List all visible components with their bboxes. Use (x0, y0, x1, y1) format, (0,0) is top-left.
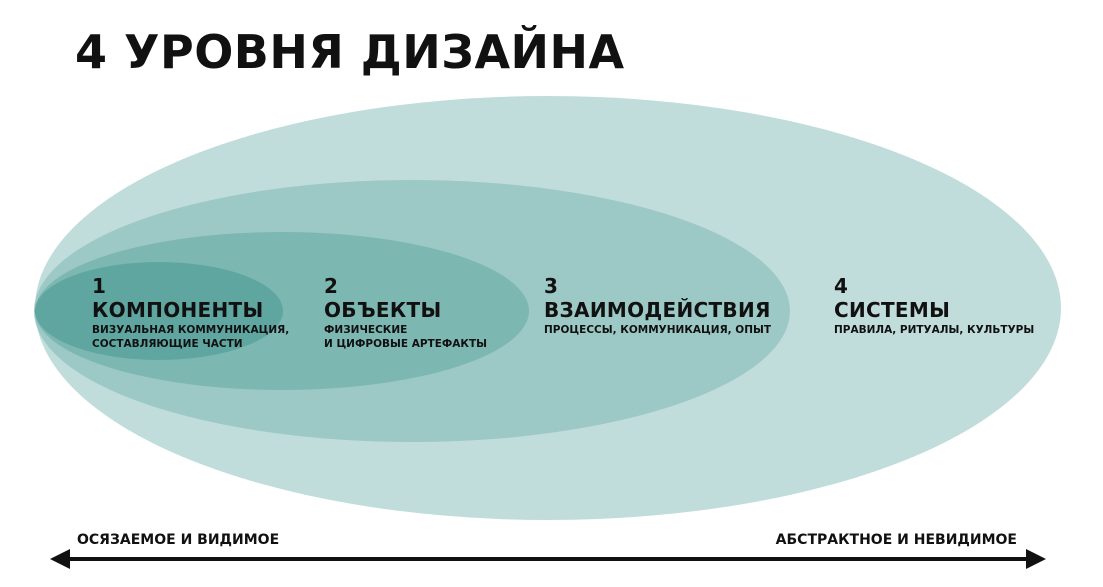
level-name: СИСТЕМЫ (834, 298, 951, 322)
level-1-label: 1 КОМПОНЕНТЫ ВИЗУАЛЬНАЯ КОММУНИКАЦИЯ, СО… (92, 275, 289, 351)
level-number: 4 (834, 274, 848, 298)
level-number: 2 (324, 274, 338, 298)
axis-left-label: ОСЯЗАЕМОЕ И ВИДИМОЕ (77, 532, 280, 548)
level-name: КОМПОНЕНТЫ (92, 298, 264, 322)
level-number: 1 (92, 274, 106, 298)
level-3-label: 3 ВЗАИМОДЕЙСТВИЯ ПРОЦЕССЫ, КОММУНИКАЦИЯ,… (544, 275, 771, 337)
axis-arrow (50, 549, 1046, 569)
level-description: ВИЗУАЛЬНАЯ КОММУНИКАЦИЯ, СОСТАВЛЯЮЩИЕ ЧА… (92, 324, 290, 350)
axis-right-label: АБСТРАКТНОЕ И НЕВИДИМОЕ (775, 532, 1017, 548)
level-1-ellipse (35, 262, 283, 360)
arrow-left-head (50, 549, 70, 569)
level-description: ПРОЦЕССЫ, КОММУНИКАЦИЯ, ОПЫТ (544, 324, 772, 336)
level-description: ПРАВИЛА, РИТУАЛЫ, КУЛЬТУРЫ (834, 324, 1035, 336)
arrow-right-head (1026, 549, 1046, 569)
level-description: ФИЗИЧЕСКИЕ И ЦИФРОВЫЕ АРТЕФАКТЫ (324, 324, 488, 350)
level-name: ВЗАИМОДЕЙСТВИЯ (544, 298, 771, 322)
page-title: 4 УРОВНЯ ДИЗАЙНА (75, 25, 625, 79)
level-name: ОБЪЕКТЫ (324, 298, 442, 322)
level-4-label: 4 СИСТЕМЫ ПРАВИЛА, РИТУАЛЫ, КУЛЬТУРЫ (834, 275, 1034, 337)
level-number: 3 (544, 274, 558, 298)
level-2-label: 2 ОБЪЕКТЫ ФИЗИЧЕСКИЕ И ЦИФРОВЫЕ АРТЕФАКТ… (324, 275, 487, 351)
